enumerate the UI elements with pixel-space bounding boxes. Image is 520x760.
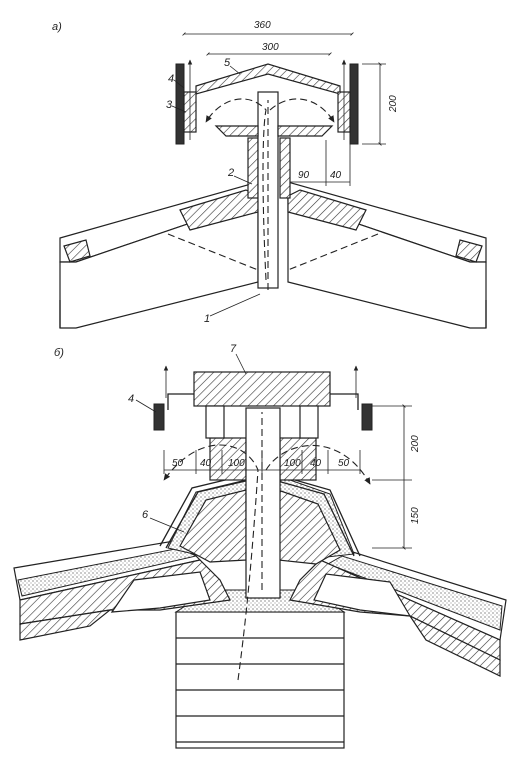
- figure-a: а): [52, 20, 487, 329]
- callout-4b: 4: [128, 393, 134, 405]
- figure-b-label: б): [54, 347, 64, 359]
- dim-left-50: 50: [172, 458, 184, 469]
- wall-b: [174, 589, 346, 749]
- dimensions-b: 50 40 100 100 40 50 200 150: [163, 404, 421, 550]
- roof-slabs-a: [59, 181, 487, 329]
- callout-7: 7: [230, 343, 237, 355]
- louvres-b: [153, 365, 373, 431]
- airflow-b: [163, 444, 371, 681]
- dim-90: 90: [298, 170, 310, 181]
- dim-40: 40: [330, 170, 342, 181]
- dim-360: 360: [254, 20, 271, 31]
- callout-5: 5: [224, 57, 231, 69]
- callout-4: 4: [168, 73, 174, 85]
- callouts-a: 4 3 5 2 1: [166, 57, 261, 325]
- dim-left-40: 40: [200, 458, 212, 469]
- dim-left-100: 100: [228, 458, 245, 469]
- dim-right-100: 100: [284, 458, 301, 469]
- dim-height-200: 200: [410, 435, 421, 453]
- callout-6: 6: [142, 509, 149, 521]
- dimensions-a: 360 300 200 90 40: [182, 20, 399, 186]
- callout-2: 2: [227, 167, 234, 179]
- dim-right-40: 40: [310, 458, 322, 469]
- callout-3: 3: [166, 99, 173, 111]
- callouts-b: 7 4 6: [128, 343, 247, 533]
- dim-200: 200: [388, 95, 399, 113]
- figure-a-label: а): [52, 21, 62, 33]
- deflector-cap-a: [175, 59, 359, 281]
- callout-1: 1: [204, 313, 210, 325]
- dim-300: 300: [262, 42, 279, 53]
- dim-height-150: 150: [410, 507, 421, 524]
- figure-b: б): [13, 343, 507, 749]
- dim-right-50: 50: [338, 458, 350, 469]
- vent-shaft-b: [193, 371, 331, 599]
